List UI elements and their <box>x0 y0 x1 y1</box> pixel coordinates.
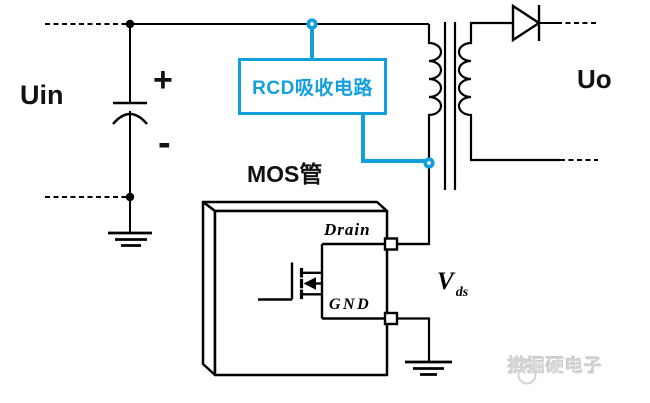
output-voltage-label: Uo <box>577 64 612 94</box>
rcd-junction-dots <box>306 18 435 169</box>
vds-subscript: ds <box>455 285 469 300</box>
diode-triangle <box>511 3 542 43</box>
output-diode <box>511 3 598 43</box>
mos-package-top-face <box>201 200 389 213</box>
drain-pin-label: Drain <box>324 220 371 239</box>
rcd-snubber-box: RCD吸收电路 <box>238 58 387 115</box>
mosfet-body-arrow <box>303 277 316 290</box>
transformer <box>397 21 560 246</box>
drain-terminal-pad <box>383 237 399 251</box>
transformer-secondary-winding <box>457 21 560 162</box>
ground-symbol-right <box>405 360 452 376</box>
transformer-primary-winding <box>397 24 443 246</box>
gnd-terminal-pad <box>383 311 399 326</box>
watermark-text: 拱掘硬电子 <box>508 356 603 376</box>
mosfet-symbol <box>258 242 385 320</box>
junction-dot-bottom-left <box>125 192 135 202</box>
input-capacitor <box>112 24 148 233</box>
mos-package-side-face <box>201 200 217 377</box>
watermark: 拱掘硬电子 <box>508 352 603 385</box>
gnd-pin-label: GND <box>329 296 372 313</box>
capacitor-minus-sign: - <box>158 122 171 164</box>
external-wires <box>397 242 431 362</box>
rcd-connection-wires <box>310 24 425 163</box>
gnd-wire-external <box>397 317 431 362</box>
rcd-wire-bottom <box>361 113 425 163</box>
junction-dot-top-left <box>125 19 135 29</box>
vds-symbol: V <box>437 268 454 295</box>
rcd-snubber-label: RCD吸收电路 <box>252 78 373 99</box>
ground-symbol-left <box>108 231 152 247</box>
input-voltage-label: Uin <box>20 80 64 110</box>
watermark-logo-icon <box>512 356 537 385</box>
mosfet-package-label: MOS管 <box>247 161 323 187</box>
capacitor-plus-sign: + <box>153 61 173 99</box>
